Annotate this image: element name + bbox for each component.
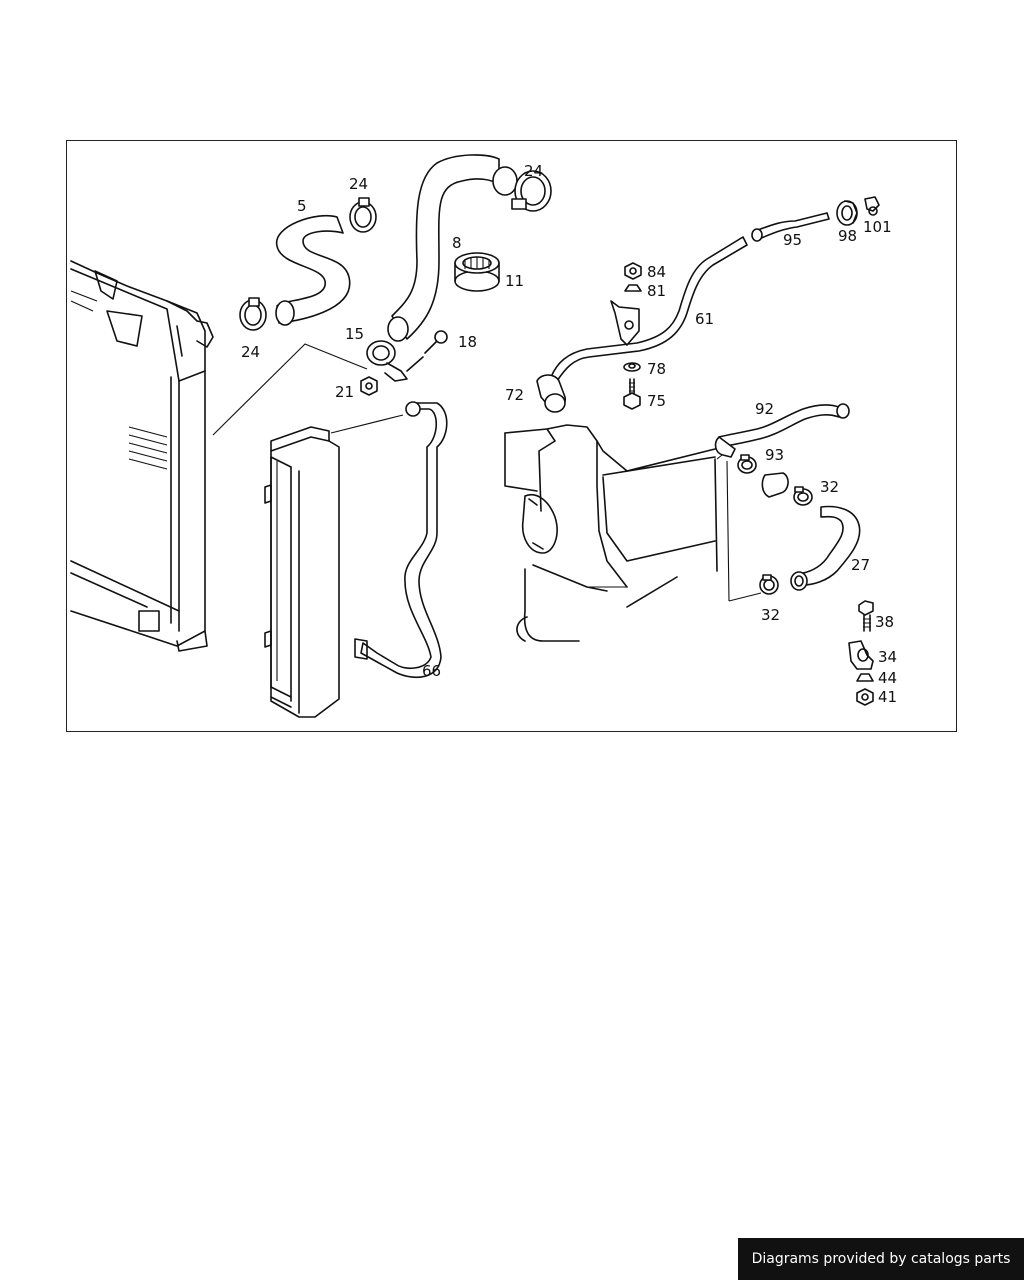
oil-line-66 (360, 402, 448, 679)
hose-92 (718, 404, 840, 448)
label-part-18: 18 (458, 333, 477, 351)
attribution-badge: Diagrams provided by catalogs parts (738, 1238, 1024, 1280)
label-part-38: 38 (875, 613, 894, 631)
bushing-11 (454, 252, 500, 292)
leader-line-66 (330, 414, 404, 434)
parts-diagram-frame: 5 24 24 24 8 11 15 18 21 84 81 61 95 98 … (66, 140, 957, 732)
clamp-32-upper (793, 486, 813, 506)
label-part-32-lower: 32 (761, 606, 780, 624)
bracket-15 (366, 340, 408, 382)
label-part-78: 78 (647, 360, 666, 378)
hose-95 (754, 212, 830, 240)
bracket-34 (848, 640, 874, 670)
washer-44 (856, 673, 874, 682)
label-part-5: 5 (297, 197, 307, 215)
radiator-drawing (70, 260, 214, 652)
parts-diagram: 5 24 24 24 8 11 15 18 21 84 81 61 95 98 … (70, 154, 897, 718)
label-part-44: 44 (878, 669, 897, 687)
elbow-72 (536, 374, 567, 413)
bolt-18 (406, 330, 448, 372)
oil-cooler-drawing (264, 426, 340, 718)
clamp-24-lower (239, 297, 267, 331)
label-part-61: 61 (695, 310, 714, 328)
label-part-32-upper: 32 (820, 478, 839, 496)
washer-78 (623, 362, 641, 372)
attribution-text: Diagrams provided by catalogs parts (751, 1251, 1011, 1267)
bolt-75 (623, 378, 641, 410)
label-part-27: 27 (851, 556, 870, 574)
leader-line-32 (728, 592, 762, 602)
bolt-38 (858, 600, 874, 632)
label-part-15: 15 (345, 325, 364, 343)
label-part-24-upper: 24 (349, 175, 368, 193)
label-part-8: 8 (452, 234, 462, 252)
label-part-92: 92 (755, 400, 774, 418)
label-part-21: 21 (335, 383, 354, 401)
label-part-84: 84 (647, 263, 666, 281)
label-part-95: 95 (783, 231, 802, 249)
label-part-24-top: 24 (524, 162, 543, 180)
leader-line-radiator (212, 343, 368, 436)
clip-101 (864, 196, 880, 216)
bracket-61 (610, 300, 640, 346)
label-part-24-lower: 24 (241, 343, 260, 361)
hose-8 (391, 154, 500, 340)
housing-93 (761, 472, 789, 498)
clamp-32-lower (759, 574, 779, 595)
clamp-24-upper (349, 197, 377, 233)
washer-81 (624, 284, 642, 292)
clamp-24-top (511, 170, 552, 212)
label-part-75: 75 (647, 392, 666, 410)
label-part-101: 101 (863, 218, 892, 236)
nut-41 (856, 688, 874, 706)
label-part-98: 98 (838, 227, 857, 245)
clamp-93 (737, 454, 757, 474)
engine-block-drawing (504, 424, 728, 642)
label-part-34: 34 (878, 648, 897, 666)
label-part-41: 41 (878, 688, 897, 706)
label-part-72: 72 (505, 386, 524, 404)
label-part-11: 11 (505, 272, 524, 290)
label-part-93: 93 (765, 446, 784, 464)
nut-21 (360, 376, 378, 396)
nut-84 (624, 262, 642, 280)
label-part-81: 81 (647, 282, 666, 300)
label-part-66: 66 (422, 662, 441, 680)
grommet-98 (836, 200, 858, 226)
